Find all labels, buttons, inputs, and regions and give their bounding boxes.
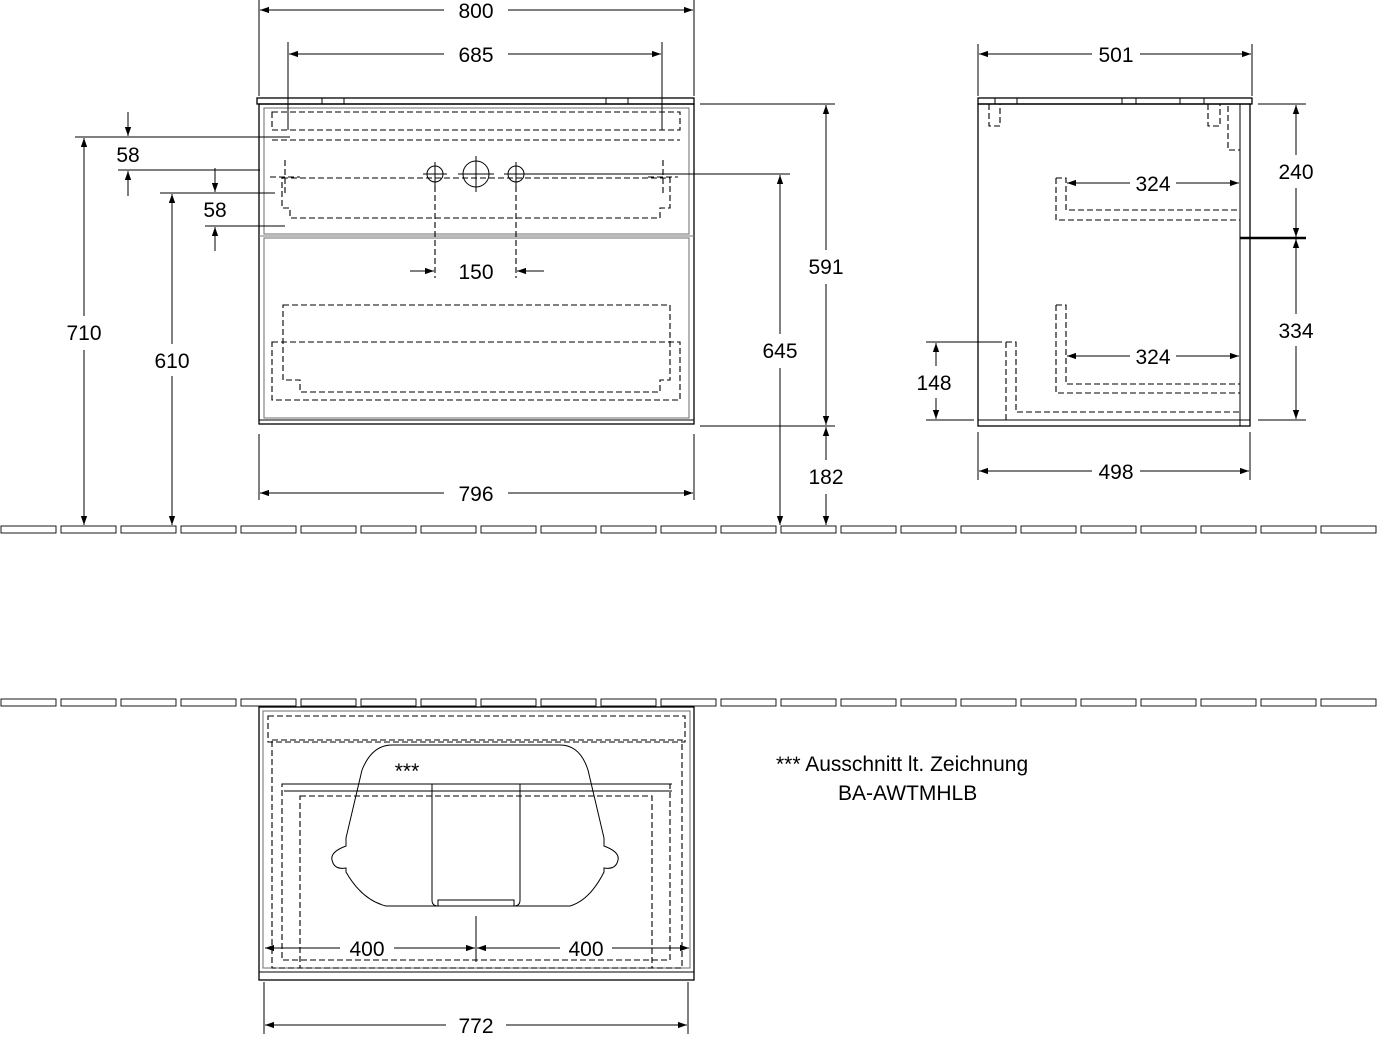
dim-height-to-top: 645 [762, 340, 797, 363]
tile-segment [1080, 525, 1137, 534]
tile-segment [780, 698, 837, 707]
tile-segment [1320, 525, 1377, 534]
dim-height-total: 710 [66, 322, 101, 345]
tile-segment [300, 698, 357, 707]
dim-depth-total: 501 [1098, 44, 1133, 67]
tile-segment [600, 698, 657, 707]
tile-segment [840, 698, 897, 707]
dim-height-to-taps: 610 [154, 350, 189, 373]
tile-segment [480, 698, 537, 707]
dim-right-half: 400 [568, 938, 603, 961]
tile-segment [900, 698, 957, 707]
tile-segment [240, 698, 297, 707]
tile-segment [420, 698, 477, 707]
tile-segment [300, 525, 357, 534]
tile-segment [1020, 525, 1077, 534]
tap-hole-right-side-icon [648, 160, 678, 195]
tap-hole-left-side-icon [270, 160, 300, 195]
tile-segment [1260, 698, 1317, 707]
tile-segment [1200, 525, 1257, 534]
dim-drawer-depth-lower: 324 [1135, 346, 1170, 369]
dim-drawer-depth-upper: 324 [1135, 173, 1170, 196]
tile-segment [1140, 525, 1197, 534]
tile-segment [780, 525, 837, 534]
tile-segment [960, 698, 1017, 707]
tile-segment [420, 525, 477, 534]
tile-segment [180, 698, 237, 707]
side-cabinet [977, 103, 1251, 427]
note-line-1: *** Ausschnitt lt. Zeichnung [776, 753, 1029, 776]
tile-segment [540, 525, 597, 534]
tile-segment [660, 698, 717, 707]
dim-left-half: 400 [349, 938, 384, 961]
side-countertop [977, 97, 1253, 105]
dim-inner-width: 772 [458, 1015, 493, 1038]
tap-hole-center-icon [458, 156, 494, 192]
dim-tap-spacing: 150 [458, 261, 493, 284]
front-cabinet [258, 103, 695, 425]
tile-segment [180, 525, 237, 534]
dim-top-offset-2: 58 [203, 199, 226, 222]
tile-segment [900, 525, 957, 534]
tile-segment [60, 698, 117, 707]
tile-segment [0, 525, 57, 534]
tile-segment [1020, 698, 1077, 707]
tile-segment [480, 525, 537, 534]
cutout-marker: *** [395, 760, 420, 783]
dim-cabinet-height: 591 [808, 256, 843, 279]
basin-cutout [331, 744, 619, 907]
tile-segment [600, 525, 657, 534]
dim-tap-spacing-outer: 685 [458, 44, 493, 67]
tile-segment [1260, 525, 1317, 534]
tile-segment [960, 525, 1017, 534]
dim-bottom-offset: 148 [916, 372, 951, 395]
tile-segment [60, 525, 117, 534]
dim-lower-height: 334 [1278, 320, 1313, 343]
tile-segment [1140, 698, 1197, 707]
tap-hole-right-icon [504, 162, 528, 186]
dim-upper-height: 240 [1278, 161, 1313, 184]
note-line-2: BA-AWTMHLB [838, 782, 978, 805]
tile-segment [0, 698, 57, 707]
dim-cabinet-width: 796 [458, 483, 493, 506]
tile-segment [1320, 698, 1377, 707]
tile-segment [660, 525, 717, 534]
tile-segment [360, 525, 417, 534]
floor-line [0, 525, 1377, 534]
tile-segment [360, 698, 417, 707]
side-view: 501 324 324 240 334 148 498 [916, 44, 1314, 484]
tile-segment [720, 525, 777, 534]
tile-segment [1080, 698, 1137, 707]
tile-segment [840, 525, 897, 534]
tap-hole-left-icon [423, 162, 447, 186]
tile-segment [1200, 698, 1257, 707]
dim-width-total: 800 [458, 0, 493, 23]
dim-floor-clearance: 182 [808, 466, 843, 489]
wall-line [0, 698, 1377, 707]
tile-segment [120, 698, 177, 707]
top-view: *** 400 400 772 [258, 706, 695, 1038]
top-cabinet [258, 706, 695, 981]
tile-segment [240, 525, 297, 534]
tile-segment [720, 698, 777, 707]
dim-depth-body: 498 [1098, 461, 1133, 484]
tile-segment [120, 525, 177, 534]
front-view: 800 685 58 58 150 710 610 [66, 0, 844, 525]
tile-segment [540, 698, 597, 707]
dim-top-offset-1: 58 [116, 144, 139, 167]
